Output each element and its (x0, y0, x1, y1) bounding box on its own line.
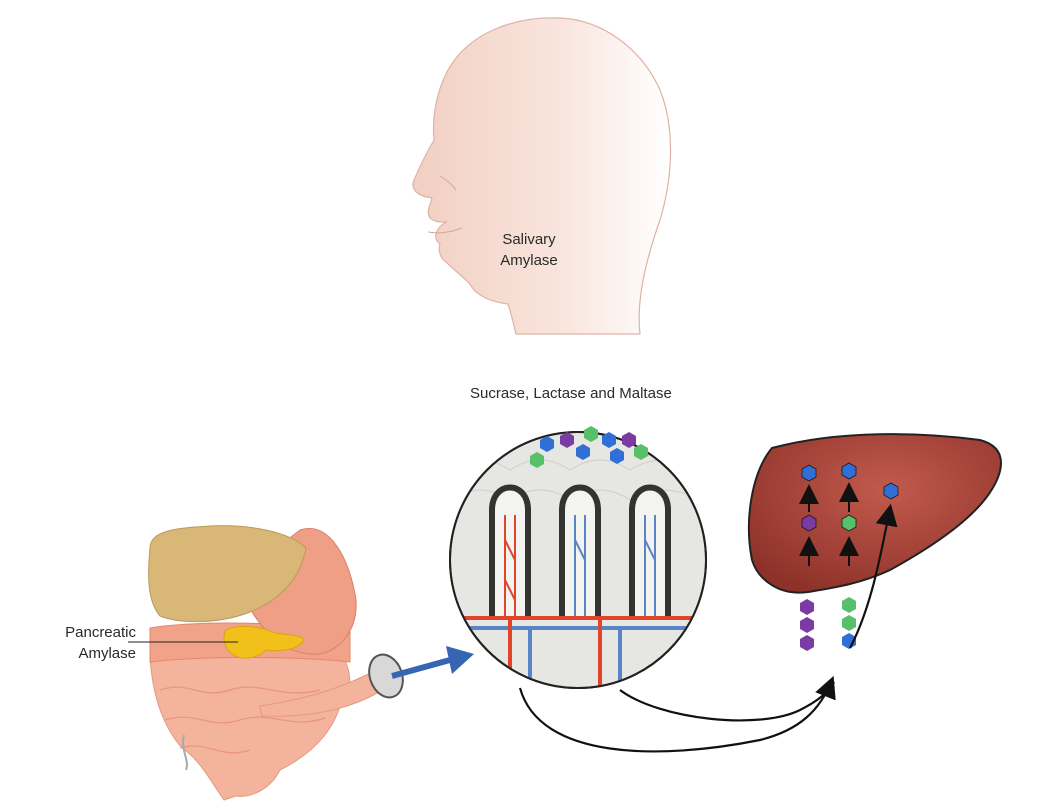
blue-transfer-arrow (392, 646, 474, 676)
pancreatic-label-line1: Pancreatic (10, 622, 136, 643)
salivary-label-line1: Salivary (474, 229, 584, 250)
monosaccharide-hexagon-icon (842, 463, 856, 479)
salivary-amylase-label: Salivary Amylase (474, 229, 584, 271)
salivary-label-line2: Amylase (474, 250, 584, 271)
monosaccharide-hexagon-icon (842, 597, 856, 613)
monosaccharide-hexagon-icon (800, 617, 814, 633)
enzymes-label: Sucrase, Lactase and Maltase (470, 383, 730, 404)
monosaccharide-hexagon-icon (802, 515, 816, 531)
monosaccharide-hexagon-icon (800, 599, 814, 615)
villi-magnified-icon (450, 432, 710, 700)
monosaccharide-hexagon-icon (842, 515, 856, 531)
pancreatic-label-line2: Amylase (10, 643, 136, 664)
monosaccharide-hexagon-icon (802, 465, 816, 481)
digestive-organs-icon (128, 526, 409, 800)
monosaccharide-hexagon-icon (842, 615, 856, 631)
head-profile-icon (413, 18, 671, 334)
liver-icon (749, 434, 1001, 592)
monosaccharide-hexagon-icon (884, 483, 898, 499)
monosaccharide-hexagon-icon (800, 635, 814, 651)
pancreatic-amylase-label: Pancreatic Amylase (10, 622, 136, 664)
